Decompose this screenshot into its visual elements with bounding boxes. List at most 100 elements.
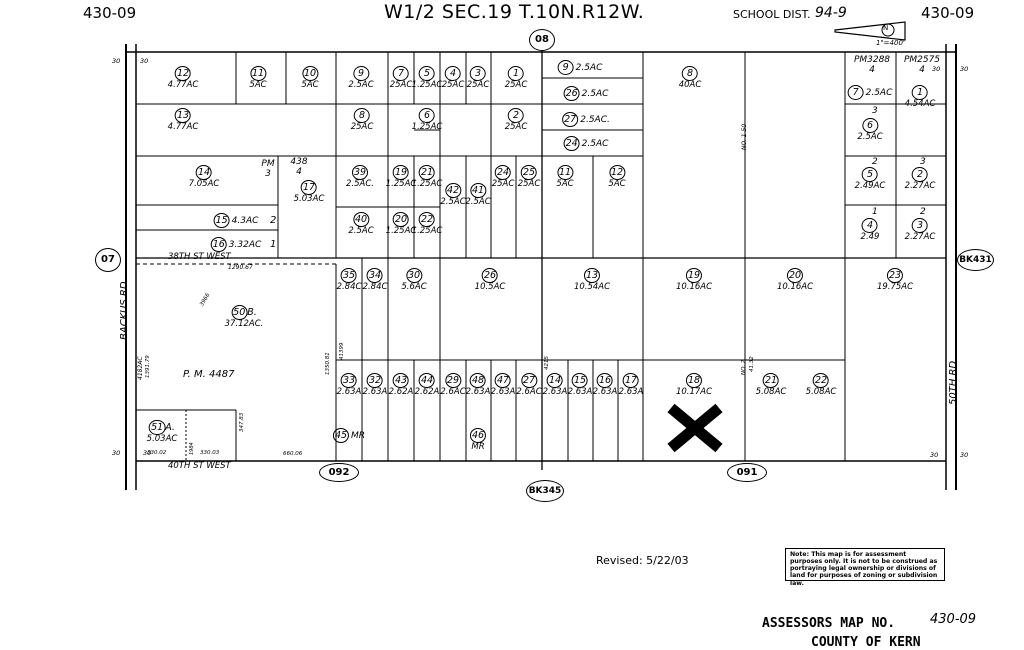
dim-se-b: 30 [960,451,969,459]
dim-347: 347.83 [239,412,245,432]
map-number-left: 430-09 [83,4,137,22]
pm-4487-label: P. M. 4487 [183,369,235,380]
school-district-value: 94-9 [815,5,847,21]
dim-no2: NO. 2 [741,359,747,375]
school-district-label: SCHOOL DIST. [733,8,811,21]
adjacent-map-south[interactable]: BK345 [526,480,564,502]
dim-4132: 41.32 [749,356,755,372]
adjacent-map-south-left[interactable]: 092 [319,463,359,482]
north-arrow-icon: N [883,24,889,32]
dim-330-a: 330.02 [147,450,167,456]
map-number-right: 430-09 [921,4,975,22]
road-east-label: 50TH RD [948,360,959,405]
road-west-label: BACKUS RD [119,281,130,340]
lot-2c-label: 2 [920,207,926,217]
adjacent-map-south-right[interactable]: 091 [727,463,767,482]
lot-3-label: 3 [872,106,878,116]
adjacent-map-north[interactable]: 08 [529,29,555,51]
dim-backus: 4182AC [137,356,144,380]
dim-330-b: 330.03 [200,450,220,456]
dim-ne-a: 30 [932,65,941,73]
street-north-label: 38TH ST WEST [168,252,231,262]
dim-sw-b: 30 [143,449,152,457]
lot-1-label: 1 [270,239,277,250]
pm-3288-label: PM3288 4 [853,55,891,75]
assessor-map-value: 430-09 [930,612,977,627]
dim-1984: 1984 [189,442,195,455]
adjacent-map-west[interactable]: 07 [95,248,121,272]
pm-438-label: 438 4 [290,157,308,177]
adjacent-map-east[interactable]: BK431 [957,249,994,271]
assessor-map-label: ASSESSORS MAP NO. [762,616,896,631]
